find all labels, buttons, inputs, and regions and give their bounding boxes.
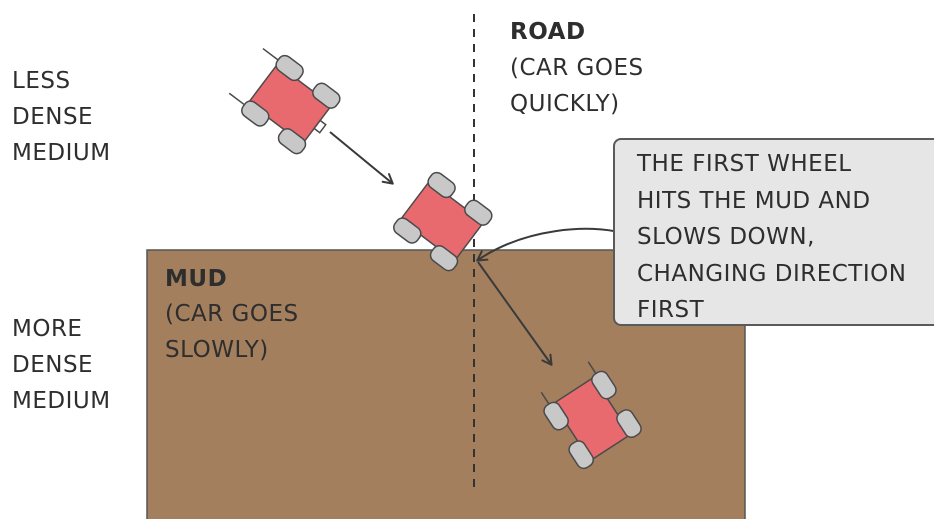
label-line: MORE [12, 316, 83, 342]
wheel [464, 199, 493, 226]
callout-line: CHANGING DIRECTION [637, 260, 907, 287]
path-arrow-mud [477, 261, 553, 366]
label-line: DENSE [12, 352, 94, 378]
path-arrow-road [329, 131, 394, 185]
label-line: MEDIUM [12, 388, 111, 414]
label-line: LESS [12, 68, 71, 94]
wheel [543, 401, 569, 431]
callout-pointer [476, 227, 623, 262]
callout-text: THE FIRST WHEEL HITS THE MUD AND SLOWS D… [637, 146, 906, 329]
wheel [591, 370, 617, 400]
mud-description: (CAR GOES SLOWLY) [165, 296, 299, 368]
callout-line: SLOWS DOWN, [637, 224, 815, 250]
label-line: MEDIUM [12, 140, 111, 166]
wheel [429, 245, 459, 272]
callout-box: THE FIRST WHEEL HITS THE MUD AND SLOWS D… [613, 138, 934, 326]
road-description: (CAR GOES QUICKLY) [510, 50, 644, 122]
label-line: QUICKLY) [510, 91, 620, 117]
car-in-mud [540, 361, 642, 470]
wheel [616, 409, 642, 439]
label-line: (CAR GOES [510, 55, 644, 81]
label-line: DENSE [12, 104, 94, 130]
wheel [241, 100, 270, 127]
car-in-road [228, 47, 341, 155]
car-at-boundary [393, 171, 493, 272]
callout-line: THE FIRST WHEEL [637, 151, 852, 177]
more-dense-medium-label: MORE DENSE MEDIUM [12, 311, 111, 419]
callout-line: FIRST [637, 297, 705, 323]
wheel [275, 54, 304, 82]
callout-line: HITS THE MUD AND [637, 187, 871, 214]
mud-title: MUD [165, 266, 228, 292]
label-line: SLOWLY) [165, 337, 269, 363]
road-title: ROAD [510, 19, 586, 45]
wheel [312, 82, 341, 109]
wheel [427, 171, 456, 199]
wheel [568, 440, 594, 470]
wheel [277, 128, 307, 155]
wheel [393, 217, 422, 244]
less-dense-medium-label: LESS DENSE MEDIUM [12, 63, 111, 171]
label-line: (CAR GOES [165, 301, 299, 327]
